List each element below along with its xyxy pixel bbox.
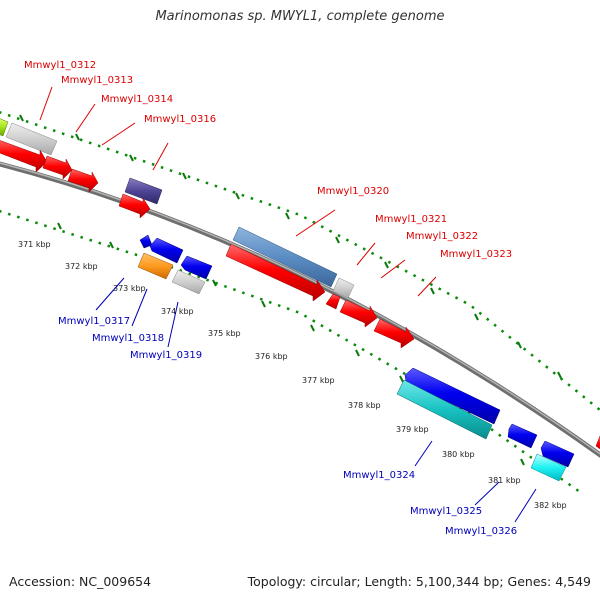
gene-arrow[interactable]	[180, 255, 213, 280]
gene-label[interactable]: Mmwyl1_0322	[406, 231, 478, 242]
gene-arrow[interactable]	[404, 367, 501, 425]
kbp-labels: 371 kbp 372 kbp 373 kbp 374 kbp 375 kbp …	[18, 240, 567, 510]
kbp-label: 382 kbp	[534, 501, 567, 510]
gene-label[interactable]: Mmwyl1_0316	[144, 114, 216, 125]
gene-label[interactable]: Mmwyl1_0325	[410, 506, 482, 517]
kbp-label: 375 kbp	[208, 329, 241, 338]
gene-label[interactable]: Mmwyl1_0313	[61, 75, 133, 86]
gene-label[interactable]: Mmwyl1_0317	[58, 316, 130, 327]
gene-arrow[interactable]	[507, 423, 538, 449]
reverse-features	[137, 234, 575, 482]
gene-arrow[interactable]	[0, 117, 9, 137]
gene-label[interactable]: Mmwyl1_0319	[130, 350, 202, 361]
gene-label[interactable]: Mmwyl1_0320	[317, 186, 389, 197]
gene-arrow[interactable]	[137, 252, 174, 280]
gene-arrow[interactable]	[5, 122, 58, 156]
gene-label[interactable]: Mmwyl1_0323	[440, 249, 512, 260]
forward-gene-labels: Mmwyl1_0312 Mmwyl1_0313 Mmwyl1_0314 Mmwy…	[24, 60, 512, 260]
topology-text: Topology: circular; Length: 5,100,344 bp…	[247, 574, 591, 589]
gene-arrow[interactable]	[118, 193, 151, 219]
reverse-track-dotted	[0, 209, 581, 494]
kbp-label: 379 kbp	[396, 425, 429, 434]
gene-arrow[interactable]	[595, 435, 600, 452]
gene-label[interactable]: Mmwyl1_0326	[445, 526, 517, 537]
genome-backbone-highlight	[0, 162, 600, 455]
map-title: Marinomonas sp. MWYL1, complete genome	[155, 9, 445, 24]
kbp-label: 381 kbp	[488, 476, 521, 485]
kbp-label: 374 kbp	[161, 307, 194, 316]
genome-backbone	[0, 161, 600, 458]
gene-arrow[interactable]	[149, 237, 184, 264]
gene-arrow[interactable]	[171, 269, 206, 295]
forward-leader-lines	[39, 86, 437, 297]
kbp-label: 378 kbp	[348, 401, 381, 410]
reverse-leader-lines	[95, 277, 537, 523]
gene-arrow[interactable]	[0, 139, 48, 173]
gene-arrow[interactable]	[42, 155, 73, 180]
reverse-gene-labels: Mmwyl1_0317 Mmwyl1_0318 Mmwyl1_0319 Mmwy…	[58, 316, 517, 537]
gene-label[interactable]: Mmwyl1_0314	[101, 94, 173, 105]
gene-arrow[interactable]	[530, 453, 567, 482]
gene-arrow[interactable]	[225, 243, 326, 302]
gene-label[interactable]: Mmwyl1_0312	[24, 60, 96, 71]
gene-arrow[interactable]	[124, 177, 163, 205]
kbp-label: 371 kbp	[18, 240, 51, 249]
kbp-label: 380 kbp	[442, 450, 475, 459]
gene-arrow[interactable]	[232, 226, 338, 288]
outer-tick-marks	[19, 114, 562, 379]
accession-text: Accession: NC_009654	[9, 574, 152, 589]
gene-label[interactable]: Mmwyl1_0321	[375, 214, 447, 225]
gene-arrow[interactable]	[396, 379, 493, 440]
forward-features	[0, 117, 600, 452]
kbp-label: 377 kbp	[302, 376, 335, 385]
gene-arrow[interactable]	[373, 318, 415, 349]
gene-arrow[interactable]	[332, 277, 355, 299]
gene-label[interactable]: Mmwyl1_0324	[343, 470, 415, 481]
kbp-label: 372 kbp	[65, 262, 98, 271]
gene-arrow[interactable]	[325, 293, 341, 310]
gene-arrow[interactable]	[67, 168, 99, 193]
kbp-label: 376 kbp	[255, 352, 288, 361]
gene-arrow[interactable]	[339, 299, 378, 328]
gene-label[interactable]: Mmwyl1_0318	[92, 333, 164, 344]
kbp-label: 373 kbp	[113, 284, 146, 293]
gene-arrow[interactable]	[540, 440, 575, 468]
